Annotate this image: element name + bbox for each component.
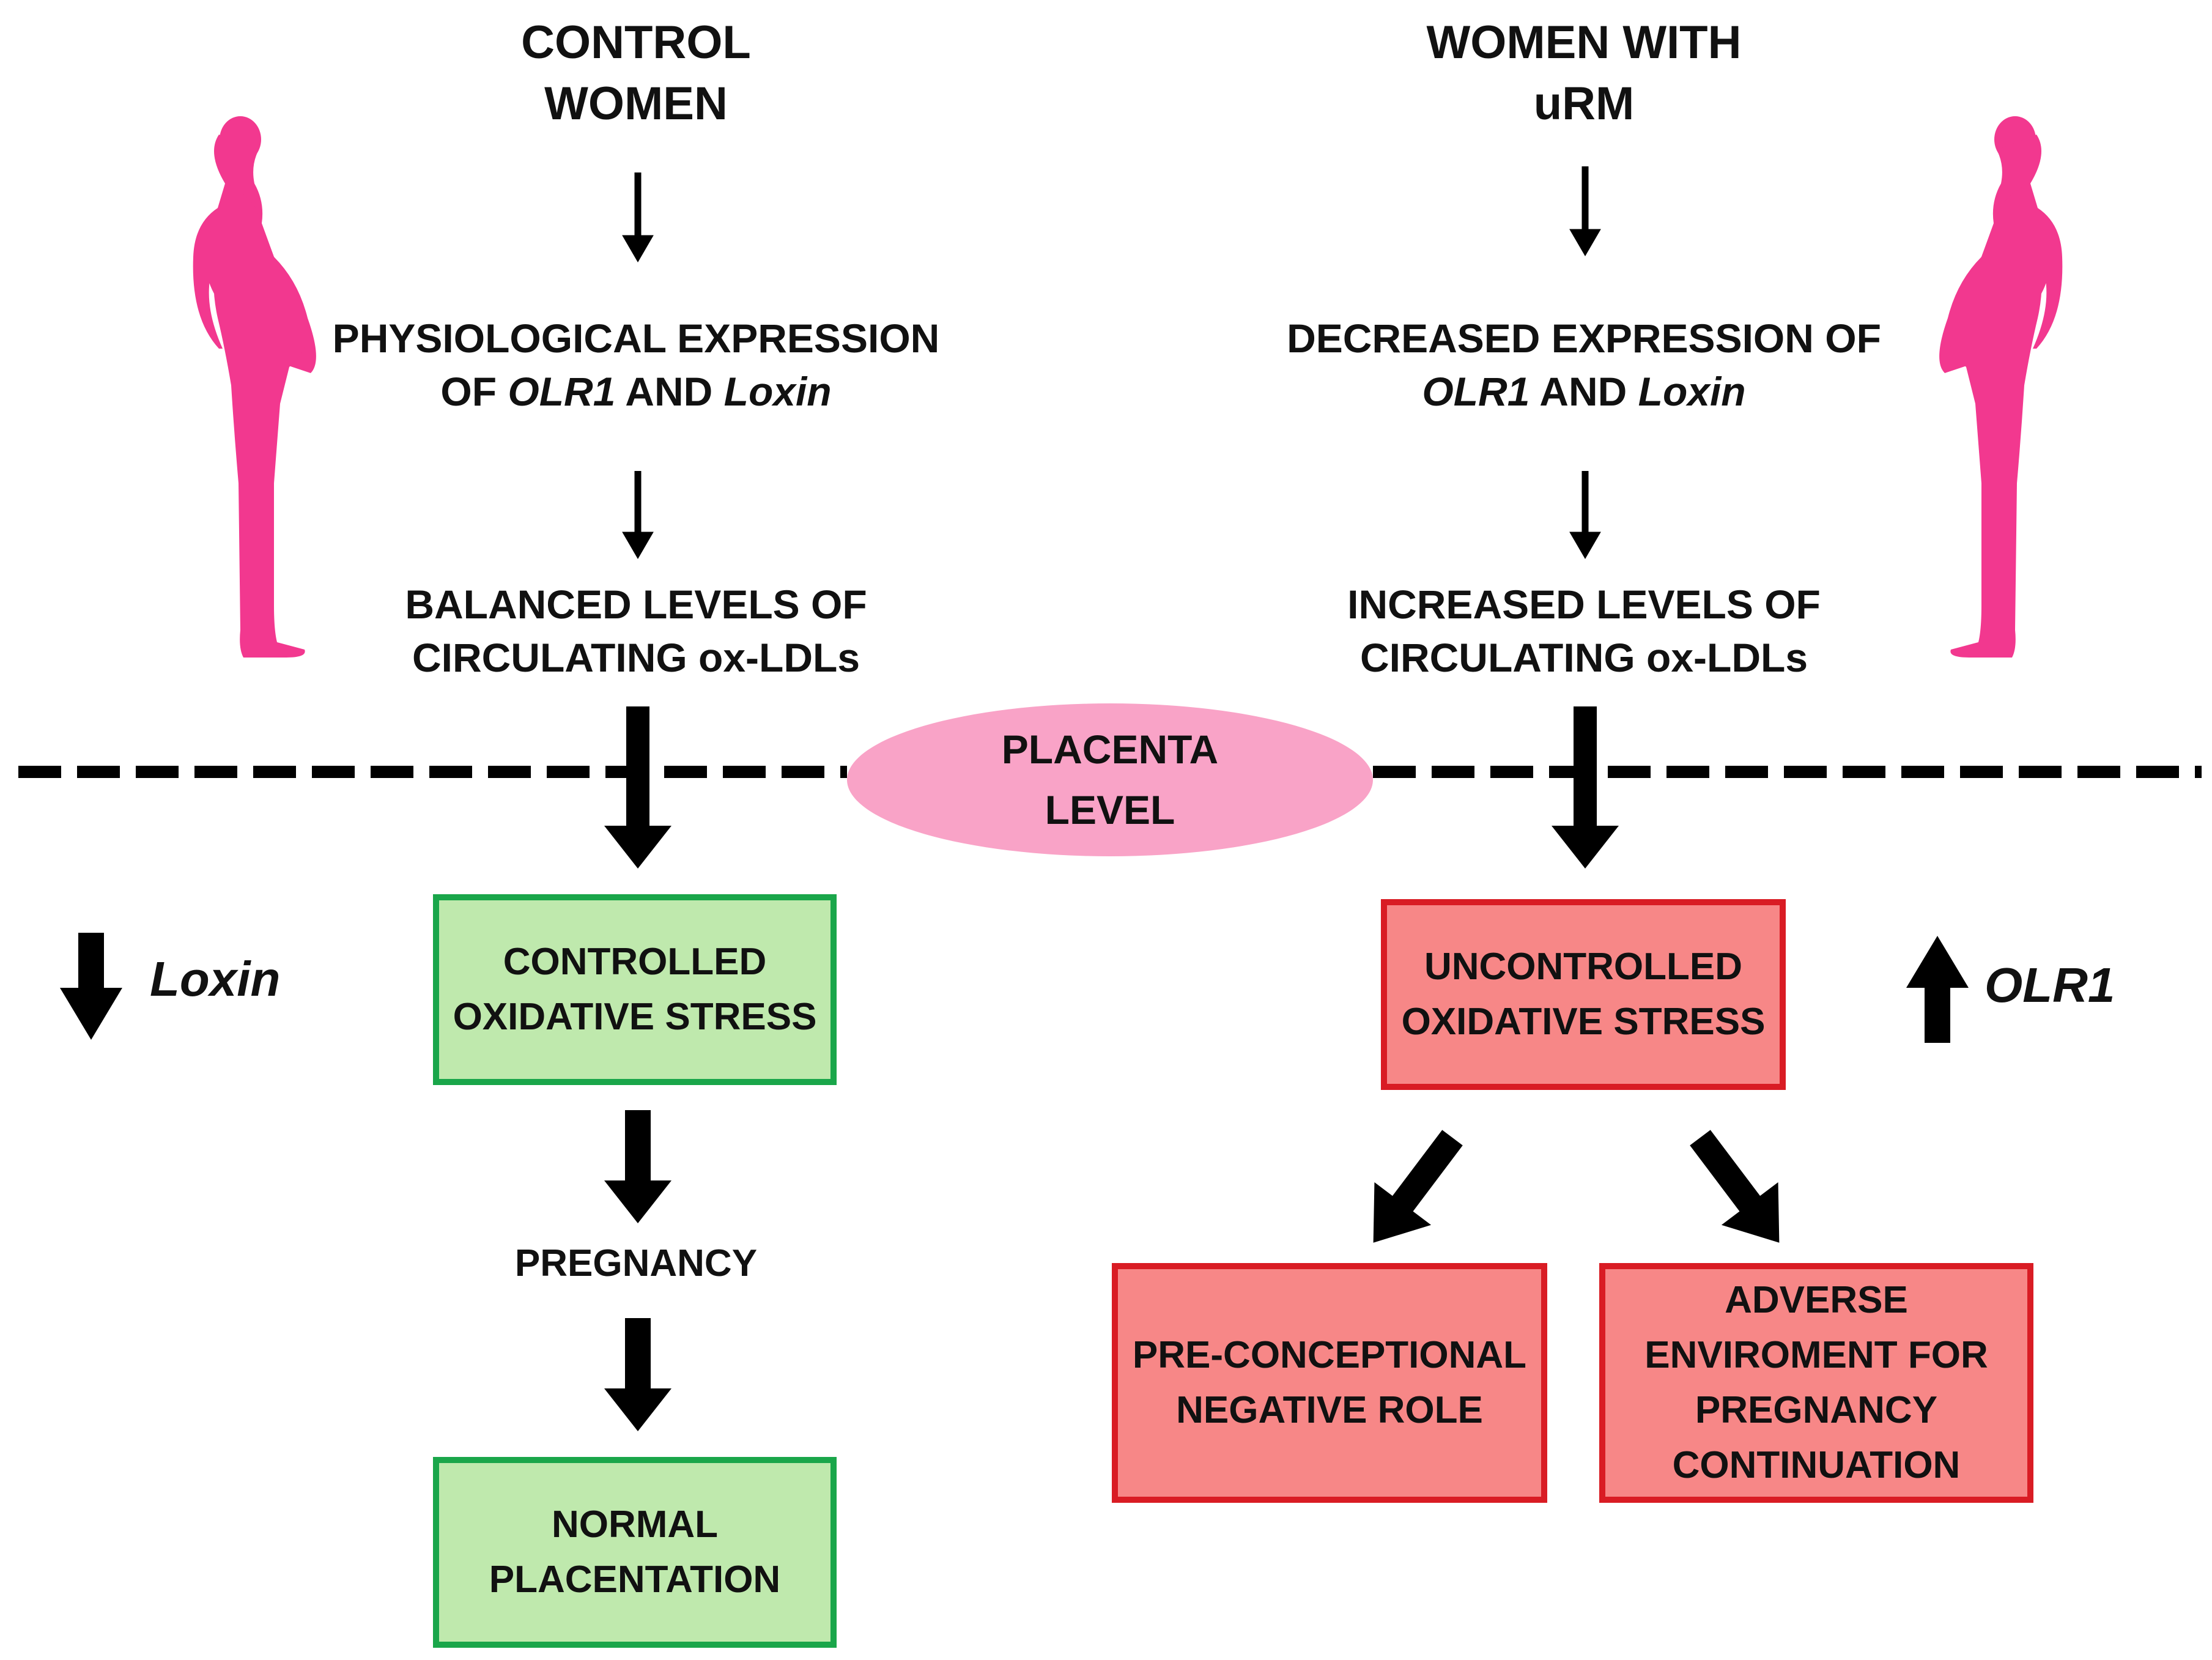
- arrow-icon: [622, 172, 654, 262]
- right-header-line1: WOMEN WITH: [1426, 17, 1742, 69]
- right-header-line2: uRM: [1533, 78, 1635, 130]
- right-levels-line2: CIRCULATING ox-LDLs: [1359, 635, 1808, 681]
- arrow-icon: [622, 471, 654, 559]
- placenta-line2: LEVEL: [1045, 787, 1175, 832]
- right-expression-line1: DECREASED EXPRESSION OF: [1287, 316, 1881, 361]
- down-arrow-icon: [60, 933, 122, 1040]
- arrow-icon: [1373, 1130, 1463, 1243]
- arrow-icon: [604, 706, 671, 869]
- outcome-a-line2: NEGATIVE ROLE: [1176, 1389, 1483, 1431]
- outcome-b-line3: PREGNANCY: [1695, 1389, 1938, 1431]
- olr1-marker: OLR1: [1985, 958, 2115, 1012]
- outcome-b-line1: ADVERSE: [1725, 1279, 1908, 1322]
- left-levels-line1: BALANCED LEVELS OF: [405, 582, 867, 627]
- gene-olr1: OLR1: [508, 369, 616, 415]
- outcome-b-line2: ENVIROMENT FOR: [1644, 1334, 1988, 1377]
- outcome-a-line1: PRE-CONCEPTIONAL: [1132, 1334, 1527, 1377]
- uncontrolled-oxidative-stress-box: UNCONTROLLED OXIDATIVE STRESS: [1381, 899, 1786, 1090]
- left-expression-line1: PHYSIOLOGICAL EXPRESSION: [332, 316, 940, 361]
- controlled-oxidative-stress-box: CONTROLLED OXIDATIVE STRESS: [433, 894, 837, 1085]
- placenta-level-ellipse: PLACENTA LEVEL: [847, 703, 1373, 856]
- up-arrow-icon: [1906, 936, 1969, 1043]
- right-expression: DECREASED EXPRESSION OF OLR1 AND Loxin: [1217, 312, 1951, 418]
- left-header-line1: CONTROL: [521, 17, 751, 69]
- left-expression-line2: OF OLR1 AND Loxin: [440, 369, 832, 415]
- gene-loxin: Loxin: [723, 369, 832, 415]
- loxin-marker: Loxin: [150, 952, 281, 1006]
- normal-placentation-line2: PLACENTATION: [489, 1558, 781, 1601]
- outcome-b-line4: CONTINUATION: [1672, 1443, 1961, 1486]
- uncontrolled-stress-line1: UNCONTROLLED: [1424, 946, 1743, 988]
- gene-loxin: Loxin: [1638, 369, 1746, 415]
- left-header: CONTROL WOMEN: [391, 12, 881, 135]
- pregnancy-label: PREGNANCY: [514, 1242, 758, 1284]
- placenta-line1: PLACENTA: [1001, 727, 1219, 772]
- left-header-line2: WOMEN: [544, 78, 728, 130]
- arrow-icon: [1569, 166, 1601, 256]
- arrow-icon: [604, 1318, 671, 1431]
- normal-placentation-line1: NORMAL: [551, 1503, 719, 1546]
- left-levels: BALANCED LEVELS OF CIRCULATING ox-LDLs: [324, 578, 948, 684]
- right-levels: INCREASED LEVELS OF CIRCULATING ox-LDLs: [1278, 578, 1890, 684]
- gene-olr1: OLR1: [1422, 369, 1530, 415]
- adverse-environment-box: ADVERSE ENVIROMENT FOR PREGNANCY CONTINU…: [1599, 1263, 2033, 1503]
- arrow-icon: [1569, 471, 1601, 559]
- controlled-stress-line1: CONTROLLED: [503, 941, 767, 984]
- left-levels-line2: CIRCULATING ox-LDLs: [412, 635, 860, 681]
- arrow-icon: [604, 1110, 671, 1223]
- arrow-icon: [1552, 706, 1619, 869]
- uncontrolled-stress-line2: OXIDATIVE STRESS: [1401, 1001, 1766, 1043]
- pre-conceptional-negative-role-box: PRE-CONCEPTIONAL NEGATIVE ROLE: [1112, 1263, 1547, 1503]
- right-header: WOMEN WITH uRM: [1339, 12, 1829, 135]
- controlled-stress-line2: OXIDATIVE STRESS: [453, 996, 817, 1038]
- right-expression-line2: OLR1 AND Loxin: [1422, 369, 1746, 415]
- pregnant-woman-icon: [1939, 116, 2063, 658]
- right-levels-line1: INCREASED LEVELS OF: [1347, 582, 1821, 627]
- normal-placentation-box: NORMAL PLACENTATION: [433, 1457, 837, 1648]
- arrow-icon: [1690, 1130, 1780, 1243]
- left-expression: PHYSIOLOGICAL EXPRESSION OF OLR1 AND Lox…: [263, 312, 1009, 418]
